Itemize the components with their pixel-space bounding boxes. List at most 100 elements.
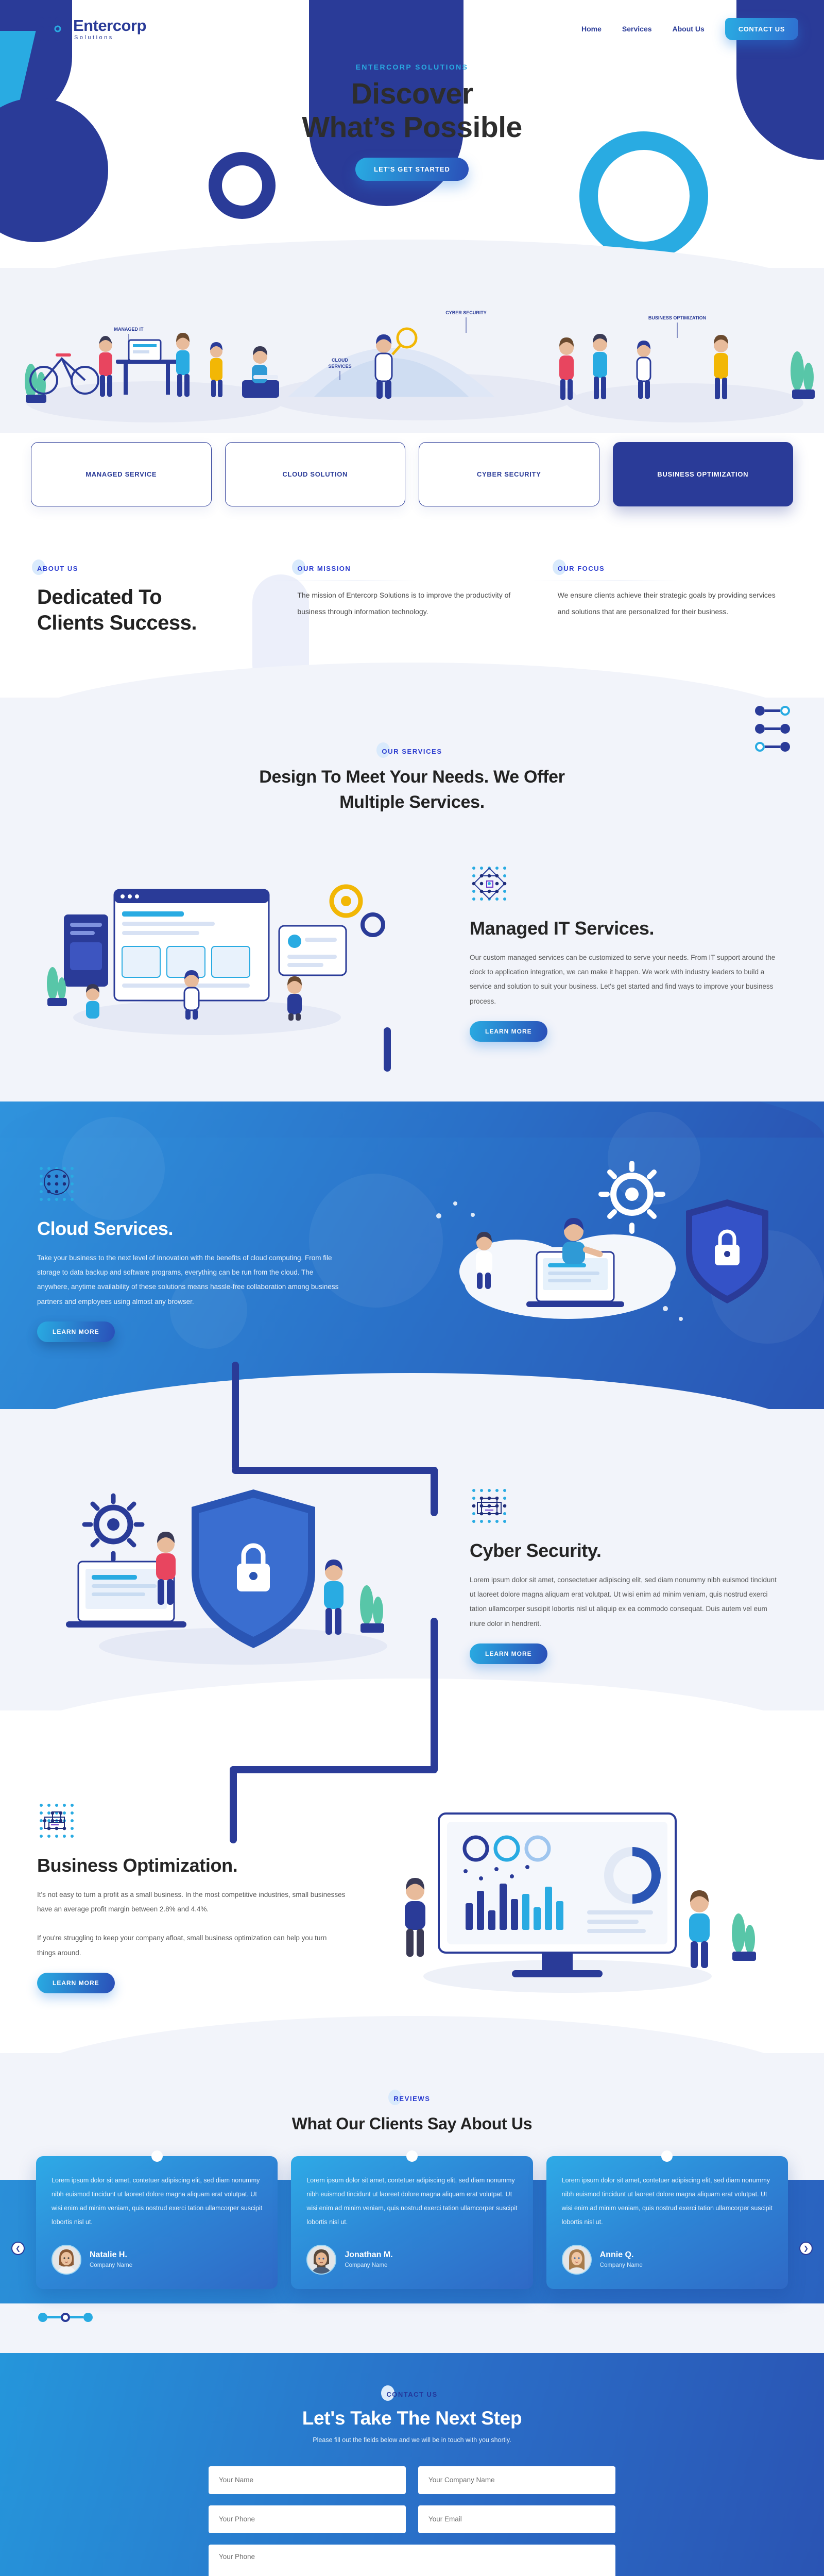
about-heading: Dedicated To Clients Success. <box>37 585 266 636</box>
contact-form: SUBMIT <box>209 2466 615 2576</box>
pager-dot-2[interactable] <box>61 2312 70 2322</box>
connector-pipe-7 <box>230 1766 237 1843</box>
contact-subheading: Please fill out the fields below and we … <box>313 2436 511 2444</box>
contact-eyebrow: CONTACT US <box>381 2385 438 2401</box>
brand-logo[interactable]: Entercorp Solutions <box>37 14 146 43</box>
managed-it-text: Managed IT Services. Our custom managed … <box>470 864 779 1042</box>
name-input[interactable] <box>209 2466 406 2494</box>
cyber-security-title: Cyber Security. <box>470 1539 602 1561</box>
company-input[interactable] <box>418 2466 615 2494</box>
hero-copy: ENTERCORP SOLUTIONS Discover What’s Poss… <box>0 63 824 181</box>
about-mission-column: OUR MISSION The mission of Entercorp Sol… <box>292 560 526 636</box>
review-company-3: Company Name <box>599 2262 643 2269</box>
brand-subtitle: Solutions <box>74 34 114 41</box>
cloud-illustration <box>346 1154 779 1352</box>
connector-pipe-2 <box>232 1361 239 1470</box>
review-text-2: Lorem ipsum dolor sit amet, contetuer ad… <box>306 2177 518 2226</box>
cyber-security-learn-more-button[interactable]: LEARN MORE <box>470 1643 547 1664</box>
lets-get-started-button[interactable]: LET'S GET STARTED <box>355 157 469 181</box>
form-row-1 <box>209 2466 615 2494</box>
svg-text:SERVICES: SERVICES <box>328 364 351 369</box>
avatar <box>306 2244 337 2275</box>
mission-eyebrow: OUR MISSION <box>292 560 351 575</box>
tab-cloud-solution[interactable]: CLOUD SOLUTION <box>225 442 405 506</box>
review-author-1: Natalie H. Company Name <box>52 2244 262 2275</box>
dotted-chart-icon <box>37 1801 81 1842</box>
brand-name: Entercorp <box>73 16 146 35</box>
tab-business-optimization[interactable]: BUSINESS OPTIMIZATION <box>612 442 793 506</box>
contact-us-button[interactable]: CONTACT US <box>725 18 798 40</box>
review-author-3: Annie Q. Company Name <box>561 2244 772 2275</box>
hero-section: Entercorp Solutions Home Services About … <box>0 0 824 474</box>
business-optimization-text: Business Optimization. It's not easy to … <box>37 1801 346 1993</box>
cloud-decor-bubble-1 <box>62 1116 165 1220</box>
about-focus-column: OUR FOCUS We ensure clients achieve thei… <box>552 560 787 636</box>
review-card-2: Lorem ipsum dolor sit amet, contetuer ad… <box>291 2150 533 2289</box>
cyber-security-text: Cyber Security. Lorem ipsum dolor sit am… <box>470 1486 779 1664</box>
nav-link-about-us[interactable]: About Us <box>672 25 705 33</box>
services-eyebrow: OUR SERVICES <box>376 742 442 758</box>
message-textarea[interactable] <box>209 2544 615 2576</box>
reviews-next-button[interactable]: ❯ <box>799 2242 813 2256</box>
contact-section: CONTACT US Let's Take The Next Step Plea… <box>0 2352 824 2576</box>
dotted-circle-icon <box>37 1164 81 1206</box>
review-name-2: Jonathan M. <box>345 2250 393 2260</box>
pager-bar-2 <box>70 2316 83 2319</box>
entercorp-logo-icon <box>37 14 66 43</box>
focus-eyebrow: OUR FOCUS <box>552 560 605 575</box>
reviews-pagination[interactable] <box>0 2289 824 2322</box>
business-optimization-title: Business Optimization. <box>37 1854 238 1876</box>
svg-text:CYBER SECURITY: CYBER SECURITY <box>445 310 487 315</box>
managed-it-learn-more-button[interactable]: LEARN MORE <box>470 1021 547 1042</box>
hero-title-line-1: Discover <box>351 77 473 110</box>
services-heading-line-2: Multiple Services. <box>339 792 485 812</box>
about-intro-column: ABOUT US Dedicated To Clients Success. <box>32 560 266 636</box>
svg-text:CLOUD: CLOUD <box>332 358 348 363</box>
tab-cyber-security[interactable]: CYBER SECURITY <box>419 442 599 506</box>
avatar <box>561 2244 592 2275</box>
reviews-heading: What Our Clients Say About Us <box>291 2114 533 2133</box>
about-decor-dumbbells <box>755 706 790 760</box>
contact-heading: Let's Take The Next Step <box>302 2407 522 2429</box>
services-header: OUR SERVICES Design To Meet Your Needs. … <box>0 742 824 816</box>
cloud-learn-more-button[interactable]: LEARN MORE <box>37 1321 115 1342</box>
services-section: OUR SERVICES Design To Meet Your Needs. … <box>0 663 824 1101</box>
reviews-header: REVIEWS What Our Clients Say About Us <box>0 2089 824 2136</box>
form-row-2 <box>209 2505 615 2533</box>
cyber-security-body: Lorem ipsum dolor sit amet, consectetuer… <box>470 1575 777 1628</box>
email-input[interactable] <box>418 2505 615 2533</box>
business-optimization-body: It's not easy to turn a profit as a smal… <box>37 1890 346 1913</box>
nav-link-home[interactable]: Home <box>581 25 602 33</box>
reviews-eyebrow: REVIEWS <box>388 2089 431 2105</box>
pager-dot-3[interactable] <box>83 2312 93 2322</box>
connector-pipe-1 <box>384 1027 391 1072</box>
cloud-decor-bubble-3 <box>608 1111 700 1205</box>
tab-managed-service[interactable]: MANAGED SERVICE <box>31 442 212 506</box>
review-text-1: Lorem ipsum dolor sit amet, contetuer ad… <box>52 2177 263 2226</box>
reviews-prev-button[interactable]: ❮ <box>11 2242 25 2256</box>
page-title: Discover What’s Possible <box>0 77 824 144</box>
service-cyber-security: Cyber Security. Lorem ipsum dolor sit am… <box>0 1361 824 1710</box>
about-eyebrow: ABOUT US <box>32 560 78 575</box>
svg-text:MANAGED IT: MANAGED IT <box>114 327 144 332</box>
cloud-text: Cloud Services. Take your business to th… <box>37 1164 346 1342</box>
mission-text: The mission of Entercorp Solutions is to… <box>297 591 511 616</box>
pager-dot-1[interactable] <box>38 2312 47 2322</box>
hero-eyebrow: ENTERCORP SOLUTIONS <box>355 63 469 71</box>
cloud-decor-bubble-5 <box>170 1271 247 1349</box>
avatar <box>52 2244 81 2275</box>
cloud-decor-bubble-2 <box>309 1173 443 1308</box>
hero-illustration: MANAGED IT CLOUD SERVICES CYBER SECURITY… <box>0 242 824 448</box>
phone-input[interactable] <box>209 2505 406 2533</box>
svg-text:BUSINESS OPTIMIZATION: BUSINESS OPTIMIZATION <box>648 315 706 320</box>
service-managed-it: Managed IT Services. Our custom managed … <box>0 816 824 1101</box>
managed-it-title: Managed IT Services. <box>470 917 655 939</box>
business-optimization-learn-more-button[interactable]: LEARN MORE <box>37 1972 115 1993</box>
cyber-security-illustration <box>37 1471 470 1680</box>
review-card-1: Lorem ipsum dolor sit amet, contetuer ad… <box>36 2150 278 2289</box>
nav-link-services[interactable]: Services <box>622 25 652 33</box>
connector-pipe-5 <box>431 1617 438 1772</box>
managed-it-illustration <box>37 854 470 1052</box>
connector-pipe-3 <box>232 1466 438 1474</box>
review-company-2: Company Name <box>345 2262 388 2269</box>
